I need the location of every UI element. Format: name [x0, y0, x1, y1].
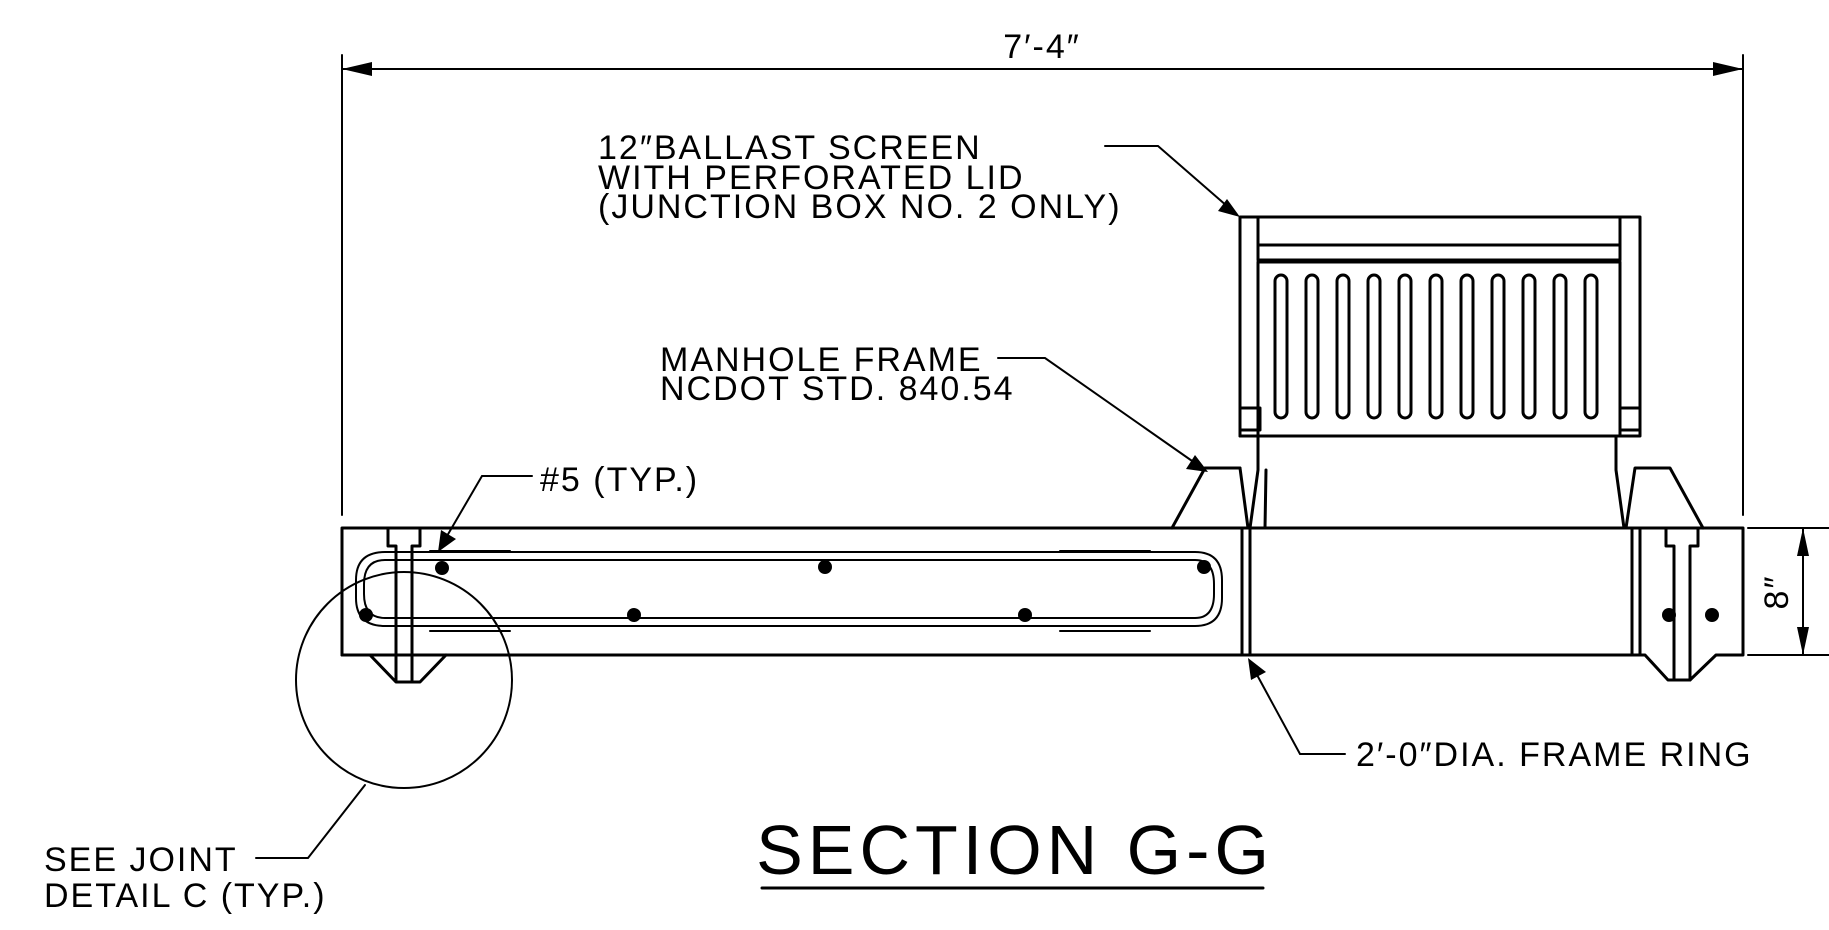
- joint-detail-circle: [295, 571, 513, 789]
- rebar-dot: [1197, 560, 1211, 574]
- screen-slot: [1428, 273, 1444, 420]
- section-title: SECTION G-G: [756, 811, 1274, 889]
- rebar-dot: [1018, 608, 1032, 622]
- ballast-screen-line-2: WITH PERFORATED LID: [598, 159, 1025, 197]
- overall-width-dimension: 7′-4″: [341, 28, 1744, 516]
- ballast-screen-line-1: 12″BALLAST SCREEN: [598, 129, 982, 167]
- joint-detail-line-2: DETAIL C (TYP.): [44, 877, 327, 915]
- screen-slot: [1366, 273, 1382, 420]
- screen-slot: [1521, 273, 1537, 420]
- rebar-dot: [1705, 608, 1719, 622]
- screen-slot: [1273, 273, 1289, 420]
- ballast-screen: [1238, 215, 1642, 438]
- screen-slot: [1459, 273, 1475, 420]
- screen-slot: [1552, 273, 1568, 420]
- screen-slot: [1335, 273, 1351, 420]
- rebar-dot: [359, 608, 373, 622]
- leader-joint-detail: [255, 784, 366, 859]
- joint-detail-line-1: SEE JOINT: [44, 841, 238, 879]
- screen-slots: [1273, 273, 1599, 420]
- leader-rebar: [438, 475, 533, 552]
- screen-slot: [1490, 273, 1506, 420]
- leader-ballast-screen: [1104, 145, 1240, 217]
- overall-width-label: 7′-4″: [1003, 28, 1081, 66]
- rebar-dot: [435, 561, 449, 575]
- manhole-frame-line-1: MANHOLE FRAME: [660, 341, 983, 379]
- rebar-loop: [355, 550, 1223, 632]
- screen-slot: [1583, 273, 1599, 420]
- left-dowel: [386, 526, 422, 682]
- manhole-frame-line-2: NCDOT STD. 840.54: [660, 370, 1015, 408]
- ballast-screen-line-3: (JUNCTION BOX NO. 2 ONLY): [598, 188, 1122, 226]
- leader-frame-ring: [1248, 658, 1346, 755]
- height-dimension: 8″: [1747, 527, 1829, 656]
- leader-manhole-frame: [997, 357, 1208, 472]
- rebar-dot: [627, 608, 641, 622]
- manhole-frame: [1170, 406, 1705, 530]
- rebar-dots: [359, 560, 1719, 622]
- screen-slot: [1397, 273, 1413, 420]
- height-label: 8″: [1758, 575, 1796, 610]
- rebar-label: #5 (TYP.): [540, 461, 699, 499]
- frame-ring-label: 2′-0″DIA. FRAME RING: [1356, 736, 1753, 774]
- screen-slot: [1304, 273, 1320, 420]
- right-dowel: [1664, 526, 1700, 682]
- rebar-dot: [818, 560, 832, 574]
